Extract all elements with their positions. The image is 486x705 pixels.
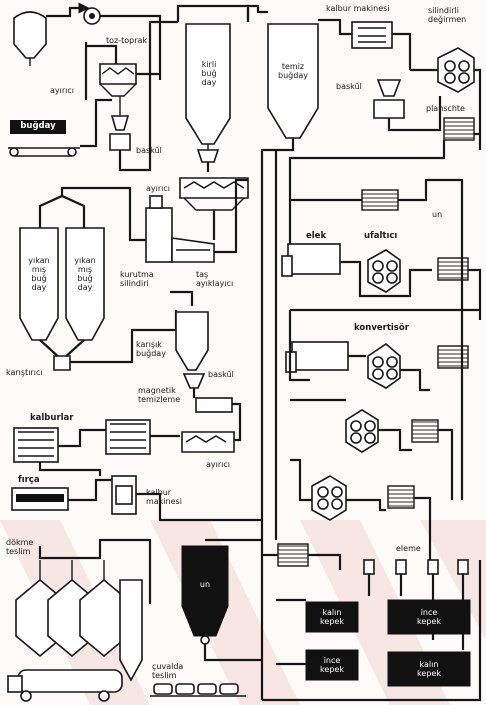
sieve-machine-bottom [111,475,137,515]
tanker-truck [7,669,123,702]
sifter-eleme [277,543,309,567]
label-firca: fırça [18,475,40,485]
label-toz-toprak: toz-toprak [106,36,148,45]
ince-kepek-box-1 [387,599,471,635]
label-baskul-2: baskül [336,82,362,91]
label-karistirici: karıştırıcı [6,368,43,377]
wheat-conveyor [8,120,80,157]
scale-3 [182,373,206,389]
bag-silo [119,579,143,682]
label-planschter: planschte [426,104,465,113]
label-un: un [432,210,443,219]
label-bugday: buğday [20,121,56,131]
bags-row [150,683,246,697]
drying-cylinder [145,195,215,263]
sieve-drum-2 [105,419,151,455]
label-ayirici-3: ayırıcı [206,460,230,469]
label-konvertisor: konvertisör [354,323,409,333]
converter-sieve [285,341,349,373]
label-baskul-1: baskül [136,146,162,155]
mill-row4 [311,475,347,521]
kalin-kepek-box-2 [387,651,471,687]
brush-machine [11,487,69,511]
planschter [443,117,475,141]
sieve-machine-top [351,21,393,49]
label-ufaltici: ufaltıcı [364,231,398,241]
sifter-row2 [437,345,469,369]
sifter-row1 [437,257,469,281]
converter-mill [367,342,401,389]
clean-wheat-silo [267,23,319,139]
dirty-wheat-scale [196,149,220,163]
roller-mill-top [437,47,475,93]
crusher-ufaltici [367,249,401,293]
label-eleme: eleme [396,544,421,553]
dirty-wheat-silo [185,23,231,150]
label-ayirici-1: ayırıcı [50,86,74,95]
sifter-row3 [411,419,439,443]
scale-1 [109,96,131,151]
fan [83,7,101,25]
washed-wheat-silo-2 [65,227,105,341]
magnetic-cleaner [195,397,233,413]
flour-silo [181,545,229,645]
sieve-elek [281,243,341,277]
label-un-silo: un [199,580,211,589]
mixed-wheat-silo [175,311,209,371]
label-kalbur-makinesi-top: kalbur makinesi [326,4,390,13]
separator-2 [179,177,249,211]
label-kalburlar: kalburlar [30,413,74,423]
label-elek: elek [306,231,327,241]
label-baskul-3: baskül [208,370,234,379]
label-ayirici-2: ayırıcı [146,184,170,193]
sifter-mid [361,189,399,211]
washed-wheat-silo-1 [19,227,59,341]
separator-3 [181,431,235,453]
kalin-kepek-box-1 [305,601,359,633]
scale-2 [373,79,405,119]
mill-row3 [345,409,379,453]
separator-1 [99,63,137,97]
sieve-drum-1 [13,427,59,463]
mixer [53,355,71,371]
sifter-row4 [387,485,415,509]
dust-silo [13,11,47,66]
